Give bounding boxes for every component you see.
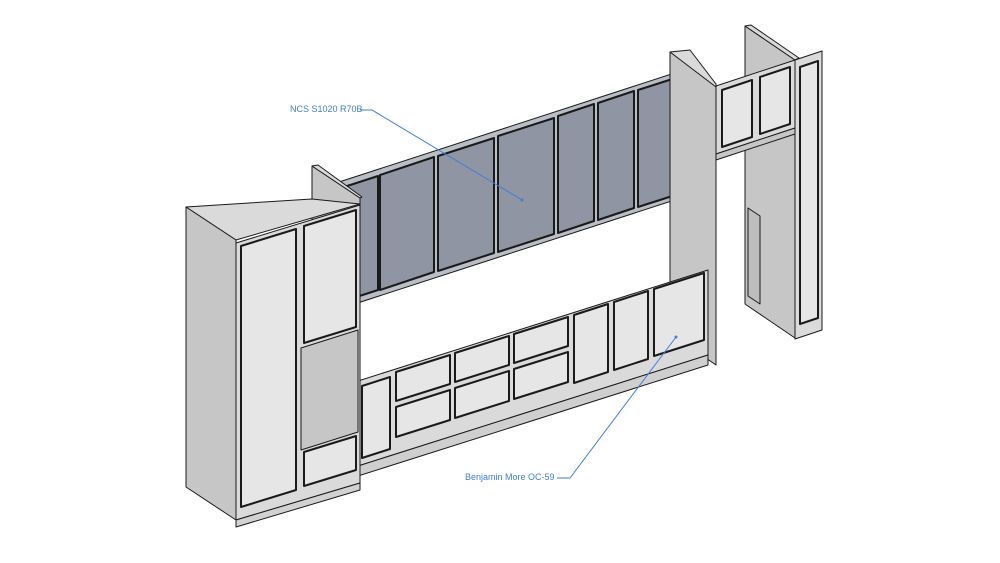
base-drawer-6 (513, 351, 569, 400)
right-column-inner-panel (747, 207, 761, 305)
base-door-3 (613, 290, 649, 371)
tall-cabinet-drawer (303, 435, 357, 487)
callout-leaders (360, 109, 678, 479)
right-upper-door-2 (759, 66, 791, 135)
base-drawer-2 (395, 389, 451, 438)
tall-cabinet-plinth (235, 482, 361, 528)
upper-cabinet-doors (343, 73, 689, 302)
left-end-panel-side (185, 206, 237, 521)
base-cabinet-doors (361, 272, 705, 459)
upper-door-4 (497, 117, 555, 253)
tall-cabinet-door-upper-right (303, 209, 357, 344)
upper-door-2 (379, 156, 435, 291)
base-drawer-1 (395, 354, 451, 402)
upper-door-3 (437, 137, 495, 272)
base-door-4 (653, 272, 705, 357)
cabinet-assembly (185, 24, 823, 528)
tall-cabinet-appliance-niche (300, 329, 359, 451)
callout-leader-lower (557, 336, 677, 479)
callout-upper-color-label: NCS S1020 R70B (290, 104, 363, 114)
callout-leader-lower-end (674, 335, 678, 339)
right-column-front-inset (799, 60, 819, 325)
callout-lower-color-label: Benjamin More OC-59 (465, 472, 555, 482)
base-door-2 (573, 303, 609, 384)
callout-leader-upper (360, 109, 523, 201)
tall-cabinet-door-left (240, 228, 297, 508)
upper-door-6 (597, 90, 635, 221)
base-door-1 (361, 376, 391, 459)
right-column-side-panel-edge (744, 24, 800, 61)
mid-end-panel-edge (311, 164, 363, 199)
base-drawer-3 (454, 335, 510, 383)
right-upper-door-1 (721, 79, 753, 148)
base-drawer-5 (513, 316, 569, 364)
center-end-panel-edge (669, 49, 717, 88)
callout-leader-upper-end (520, 198, 524, 202)
base-drawer-4 (454, 370, 510, 419)
upper-door-5 (557, 103, 595, 234)
